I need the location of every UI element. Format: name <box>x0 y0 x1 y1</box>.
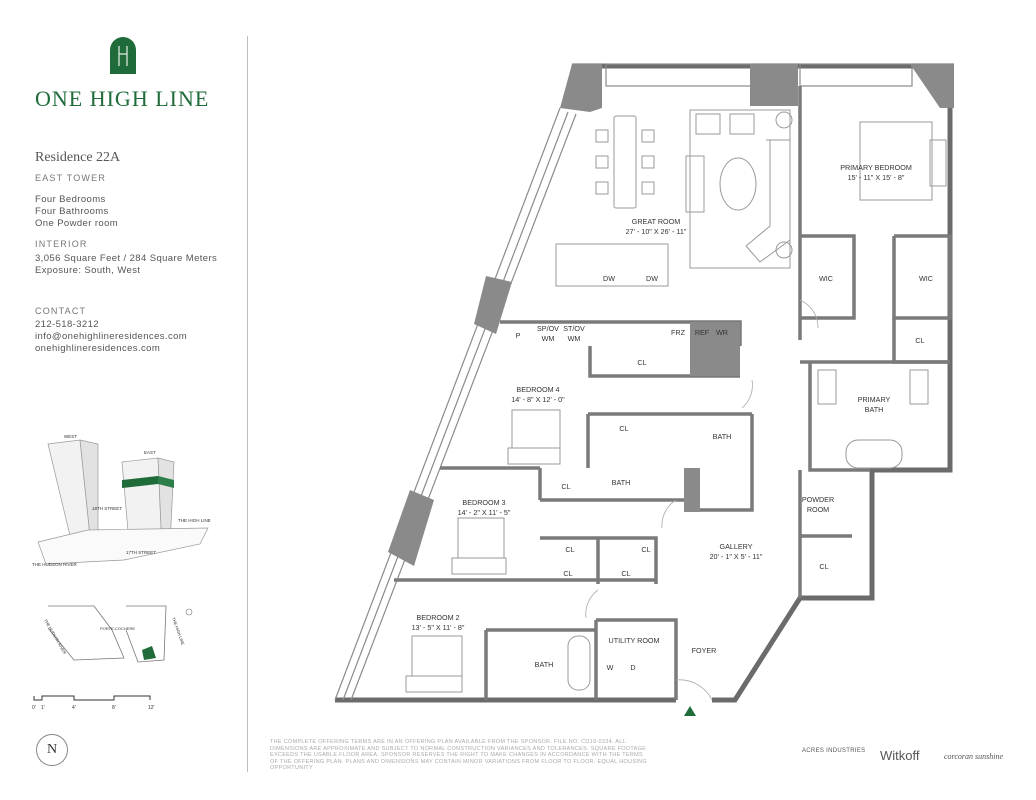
witkoff-logo: Witkoff <box>880 748 920 763</box>
residence-title: Residence 22A <box>35 150 121 165</box>
porte-cochere-label: PORTE-COCHERE <box>100 626 135 631</box>
acres-logo: ACRES INDUSTRIES <box>802 748 866 754</box>
svg-text:12': 12' <box>148 705 155 711</box>
north-compass-icon: N <box>36 734 68 766</box>
st-ov-label: ST/OV <box>563 324 585 333</box>
bath-label-bed2: BATH <box>535 660 554 669</box>
feature-bedrooms: Four Bedrooms <box>35 194 106 205</box>
brand-logo-icon <box>110 37 136 74</box>
powder-room-label-1: POWDER <box>802 495 834 504</box>
gallery-label: GALLERY <box>719 542 752 551</box>
svg-text:1': 1' <box>41 705 45 711</box>
utility-room-label: UTILITY ROOM <box>609 636 660 645</box>
svg-text:8': 8' <box>112 705 116 711</box>
bedroom3-label: BEDROOM 3 <box>462 498 505 507</box>
east-label: EAST <box>144 450 156 455</box>
dw-label-2: DW <box>646 274 658 283</box>
cl-label-hall: CL <box>637 358 646 367</box>
tower-label: EAST TOWER <box>35 173 107 183</box>
hudson-label: THE HUDSON RIVER <box>32 562 78 567</box>
wic-label-1: WIC <box>819 274 833 283</box>
furniture <box>405 109 947 693</box>
sidebar-divider <box>247 36 248 772</box>
street18-label: 18TH STREET <box>92 506 122 511</box>
contact-heading: CONTACT <box>35 306 87 316</box>
highline-label: THE HIGH LINE <box>178 518 211 523</box>
great-room-label: GREAT ROOM <box>632 217 680 226</box>
dw-label-1: DW <box>603 274 615 283</box>
svg-text:0': 0' <box>32 705 36 711</box>
wr-label: WR <box>716 328 728 337</box>
feature-powder: One Powder room <box>35 218 119 229</box>
contact-email[interactable]: info@onehighlineresidences.com <box>35 331 188 342</box>
interior-area: 3,056 Square Feet / 284 Square Meters <box>35 253 218 264</box>
corcoran-logo: corcoran sunshine <box>944 752 1004 761</box>
svg-text:4': 4' <box>72 705 76 711</box>
cl-label-a: CL <box>565 545 574 554</box>
wall-fills <box>684 322 740 512</box>
washer-label: W <box>607 663 614 672</box>
great-room-dims: 27' - 10" X 26' - 11" <box>626 227 687 236</box>
cl-label-bed3: CL <box>561 482 570 491</box>
primary-bath-label-1: PRIMARY <box>858 395 891 404</box>
structural-columns <box>388 64 954 566</box>
key-plan-map: PORTE-COCHERE THE HUDSON RIVER THE HIGH … <box>43 605 193 663</box>
entry-marker-icon <box>684 706 696 716</box>
wm-label-2: WM <box>568 334 581 343</box>
pantry-label: P <box>516 331 521 340</box>
curtain-wall <box>334 63 913 701</box>
cl-label-b: CL <box>641 545 650 554</box>
bath-label-bed4: BATH <box>713 432 732 441</box>
wic-label-2: WIC <box>919 274 933 283</box>
west-label: WEST <box>64 434 77 439</box>
bedroom3-dims: 14' - 2" X 11' - 5" <box>458 508 511 517</box>
street17-label: 17TH STREET <box>126 550 156 555</box>
feature-bathrooms: Four Bathrooms <box>35 206 109 217</box>
cl-label-gallery: CL <box>819 562 828 571</box>
sp-ov-label: SP/OV <box>537 324 559 333</box>
bath-label-bed3: BATH <box>612 478 631 487</box>
primary-bath-label-2: BATH <box>865 405 884 414</box>
info-sidebar: ONE HIGH LINE Residence 22A EAST TOWER F… <box>0 0 248 800</box>
bedroom2-label: BEDROOM 2 <box>416 613 459 622</box>
primary-bedroom-label: PRIMARY BEDROOM <box>840 163 912 172</box>
exposure: Exposure: South, West <box>35 265 141 276</box>
dryer-label: D <box>630 663 635 672</box>
room-labels: GREAT ROOM 27' - 10" X 26' - 11" PRIMARY… <box>412 163 933 672</box>
gallery-dims: 20' - 1" X 5' - 11" <box>710 552 763 561</box>
cl-label-d: CL <box>621 569 630 578</box>
powder-room-label-2: ROOM <box>807 505 829 514</box>
cl-label-bed4: CL <box>619 424 628 433</box>
cl-label-primary: CL <box>915 336 924 345</box>
door-swings <box>585 299 819 701</box>
cl-label-c: CL <box>563 569 572 578</box>
foyer-label: FOYER <box>692 646 717 655</box>
bedroom4-label: BEDROOM 4 <box>516 385 559 394</box>
bedroom4-dims: 14' - 8" X 12' - 0" <box>511 395 565 404</box>
wm-label-1: WM <box>542 334 555 343</box>
exterior-walls <box>335 63 954 703</box>
frz-label: FRZ <box>671 328 686 337</box>
scale-bar: 0' 1' 4' 8' 12' <box>32 695 155 711</box>
legal-disclaimer: THE COMPLETE OFFERING TERMS ARE IN AN OF… <box>270 739 648 771</box>
building-massing-diagram: WEST EAST 18TH STREET THE HIGH LINE THE … <box>32 434 211 567</box>
ref-label: REF <box>695 328 710 337</box>
contact-website[interactable]: onehighlineresidences.com <box>35 343 161 354</box>
bedroom2-dims: 13' - 5" X 11' - 8" <box>412 623 465 632</box>
contact-phone[interactable]: 212-518-3212 <box>35 319 99 330</box>
brand-name: ONE HIGH LINE <box>35 86 210 111</box>
interior-heading: INTERIOR <box>35 239 88 249</box>
primary-bedroom-dims: 15' - 11" X 15' - 8" <box>848 173 905 182</box>
